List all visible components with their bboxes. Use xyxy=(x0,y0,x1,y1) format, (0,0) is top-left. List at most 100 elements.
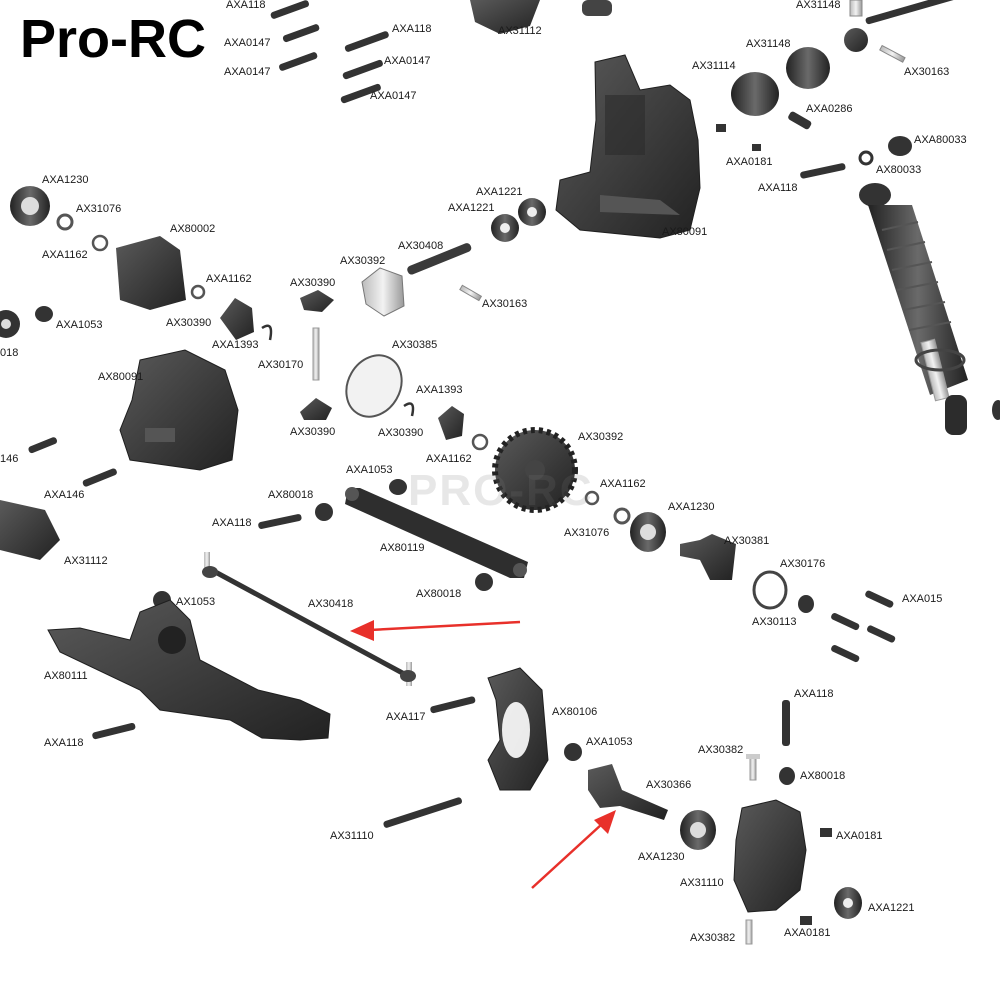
part-label: AXA0147 xyxy=(384,55,431,67)
part-label: AXA117 xyxy=(386,711,426,723)
part-label: AX31110 xyxy=(680,877,724,889)
screw-146-a xyxy=(28,437,58,454)
part-label: AX30418 xyxy=(308,598,354,610)
part-label: AX30381 xyxy=(724,535,770,547)
arrow-pointing-30366 xyxy=(531,810,616,889)
part-label: AX80091 xyxy=(662,226,708,238)
part-label: AX80106 xyxy=(552,706,598,718)
screw-117 xyxy=(430,696,476,714)
part-label: AXA1162 xyxy=(600,478,646,490)
pin-top xyxy=(849,0,863,17)
part-label: AXA1162 xyxy=(42,249,88,261)
part-label: AX31148 xyxy=(796,0,841,11)
part-label: AXA015 xyxy=(902,593,943,605)
ring-1162-b xyxy=(190,284,206,300)
part-label: AX30382 xyxy=(690,932,736,944)
part-label: AX80119 xyxy=(380,542,425,554)
part-label: AXA118 xyxy=(392,23,432,35)
part-label: AX30170 xyxy=(258,359,304,371)
part-label: AXA1221 xyxy=(868,902,915,914)
part-label: AXA0147 xyxy=(370,90,417,102)
part-label: AXA1221 xyxy=(448,202,495,214)
part-label: AX1053 xyxy=(176,596,216,608)
part-label: AX30385 xyxy=(392,339,438,351)
suspension-arm-80111 xyxy=(47,599,331,741)
outdrive-cups-top xyxy=(731,47,830,116)
nut-1053-mid xyxy=(389,479,407,495)
nut-1053-carrier xyxy=(564,743,582,761)
part-label: AXA1162 xyxy=(206,273,252,285)
part-label: AXA1230 xyxy=(638,851,685,863)
ring-1162-right xyxy=(584,490,600,506)
arm-31112-left xyxy=(0,500,60,560)
part-label: AX80018 xyxy=(416,588,462,600)
part-label: AXA118 xyxy=(44,737,84,749)
link-80119 xyxy=(345,488,528,578)
pin-30382-bottom xyxy=(745,919,753,945)
part-label: AXA118 xyxy=(794,688,834,700)
part-label: AX31110 xyxy=(330,830,374,842)
part-label: AX80033 xyxy=(876,164,922,176)
part-label: AX31076 xyxy=(564,527,610,539)
part-label: AXA1162 xyxy=(426,453,472,465)
part-label: AX30176 xyxy=(780,558,826,570)
nut-30113 xyxy=(798,595,814,613)
part-label: AXA1230 xyxy=(668,501,715,513)
part-label: AX30366 xyxy=(646,779,692,791)
part-label: AX31112 xyxy=(64,555,108,567)
part-label: AX80111 xyxy=(44,670,88,682)
pin-30163-top xyxy=(879,44,906,63)
part-label: AXA118 xyxy=(758,182,798,194)
screw-146-b xyxy=(82,468,117,487)
arrow-pointing-30418 xyxy=(350,620,521,641)
pin-30163-mid xyxy=(459,284,483,302)
part-label: AXA0181 xyxy=(784,927,831,939)
part-label: AX31114 xyxy=(692,60,736,72)
screw-group-top xyxy=(270,0,389,104)
part-label: AX80091 xyxy=(98,371,144,383)
part-label: AXA1230 xyxy=(42,174,89,186)
part-label: AXA1053 xyxy=(56,319,103,331)
ring-1162-mid xyxy=(471,433,489,451)
steering-knuckle-31110 xyxy=(733,799,807,913)
ring-31076-left xyxy=(56,213,74,231)
spider-gear-30390-d xyxy=(438,406,464,440)
part-label: AX31148 xyxy=(746,38,791,50)
part-label: AXA1053 xyxy=(586,736,633,748)
part-label: AX80002 xyxy=(170,223,216,235)
part-label: AXA1053 xyxy=(346,464,393,476)
pin-30170 xyxy=(312,327,320,381)
part-label: AXA0147 xyxy=(224,66,271,78)
screw-group-015 xyxy=(831,590,896,663)
ring-31076-right xyxy=(613,507,631,525)
part-label: AXA1221 xyxy=(476,186,523,198)
ball-80018-c xyxy=(779,767,795,785)
ring-1162-left xyxy=(91,234,109,252)
part-label: AXA80033 xyxy=(914,134,967,146)
watermark: PRO-RC xyxy=(408,466,594,515)
driveshaft-30418 xyxy=(202,552,416,686)
part-label: AX30408 xyxy=(398,240,444,252)
part-label: AX30113 xyxy=(752,616,797,628)
part-label: AX30392 xyxy=(340,255,386,267)
shaft-30408 xyxy=(407,243,472,275)
diff-case-80002 xyxy=(116,236,186,310)
part-label: AXA0286 xyxy=(806,103,853,115)
part-label: 146 xyxy=(0,453,19,465)
part-label: AX30390 xyxy=(290,426,336,438)
part-label: 018 xyxy=(0,347,19,359)
screw-118-knuckle xyxy=(782,700,790,746)
part-label: AXA1393 xyxy=(416,384,463,396)
nut-top xyxy=(582,0,612,16)
part-label: AXA0181 xyxy=(836,830,883,842)
part-label: AX30163 xyxy=(482,298,528,310)
gasket-30385 xyxy=(345,354,403,418)
part-label: AX30390 xyxy=(290,277,336,289)
screw-118-arm xyxy=(92,722,136,740)
spur-gear-30392 xyxy=(492,427,578,513)
bevel-gear-30392-small xyxy=(361,267,405,317)
part-label: AXA146 xyxy=(44,489,85,501)
pin-30382-top xyxy=(749,755,757,781)
e-clip-1393-mid xyxy=(403,402,415,417)
part-label: AXA0147 xyxy=(224,37,271,49)
